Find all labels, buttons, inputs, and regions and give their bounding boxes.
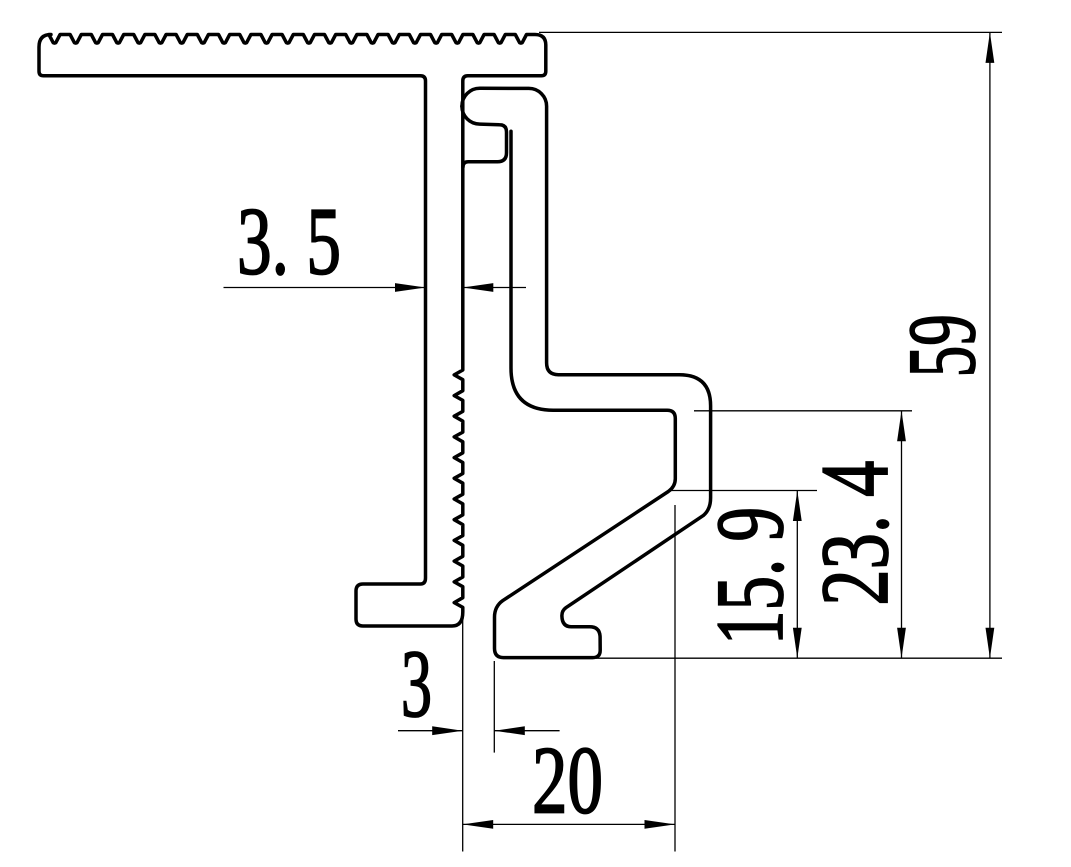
svg-text:59: 59: [888, 314, 995, 377]
svg-text:3. 5: 3. 5: [237, 188, 341, 295]
svg-text:23. 4: 23. 4: [801, 461, 908, 606]
svg-text:15. 9: 15. 9: [696, 507, 803, 645]
svg-text:3: 3: [401, 630, 432, 737]
svg-text:20: 20: [532, 727, 603, 834]
